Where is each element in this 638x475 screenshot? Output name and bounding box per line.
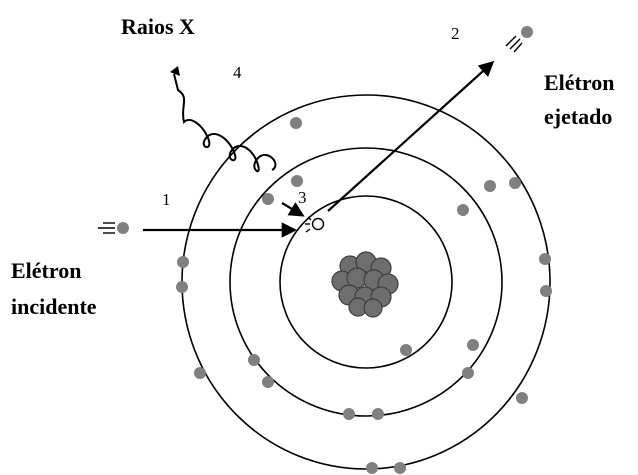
nucleus bbox=[331, 251, 399, 318]
electron bbox=[177, 256, 189, 268]
vacancy-marker bbox=[305, 216, 325, 233]
incident-electron bbox=[98, 222, 129, 234]
electron bbox=[290, 117, 302, 129]
electron bbox=[509, 177, 521, 189]
electron bbox=[457, 204, 469, 216]
electron bbox=[343, 408, 355, 420]
step-number-3: 3 bbox=[298, 188, 307, 207]
incident-label-line1: Elétron bbox=[11, 258, 81, 283]
electron bbox=[462, 367, 474, 379]
xray-wave bbox=[173, 73, 277, 173]
ejected-label-line1: Elétron bbox=[544, 70, 614, 95]
electron bbox=[516, 392, 528, 404]
step-number-4: 4 bbox=[233, 63, 242, 82]
electron bbox=[176, 281, 188, 293]
electron bbox=[262, 376, 274, 388]
orbit-electrons bbox=[176, 117, 552, 474]
xray-wave-tip bbox=[170, 66, 180, 76]
step-number-2: 2 bbox=[451, 24, 460, 43]
electron bbox=[194, 367, 206, 379]
electron bbox=[372, 408, 384, 420]
electron bbox=[539, 253, 551, 265]
electron bbox=[366, 462, 378, 474]
electron bbox=[467, 339, 479, 351]
incident-label-line2: incidente bbox=[11, 294, 97, 319]
middle-orbit bbox=[229, 147, 503, 417]
ejected-electron bbox=[505, 26, 533, 53]
ejected-label-line2: ejetado bbox=[544, 104, 612, 129]
electron bbox=[484, 180, 496, 192]
transition-arrow bbox=[281, 202, 305, 217]
ejected-arrow bbox=[327, 60, 495, 212]
inner-orbit bbox=[279, 195, 453, 369]
electron bbox=[248, 354, 260, 366]
xray-label: Raios X bbox=[121, 14, 195, 39]
electron bbox=[540, 285, 552, 297]
step-number-1: 1 bbox=[162, 190, 171, 209]
electron bbox=[291, 175, 303, 187]
electron bbox=[394, 462, 406, 474]
electron bbox=[262, 193, 274, 205]
electron bbox=[400, 344, 412, 356]
